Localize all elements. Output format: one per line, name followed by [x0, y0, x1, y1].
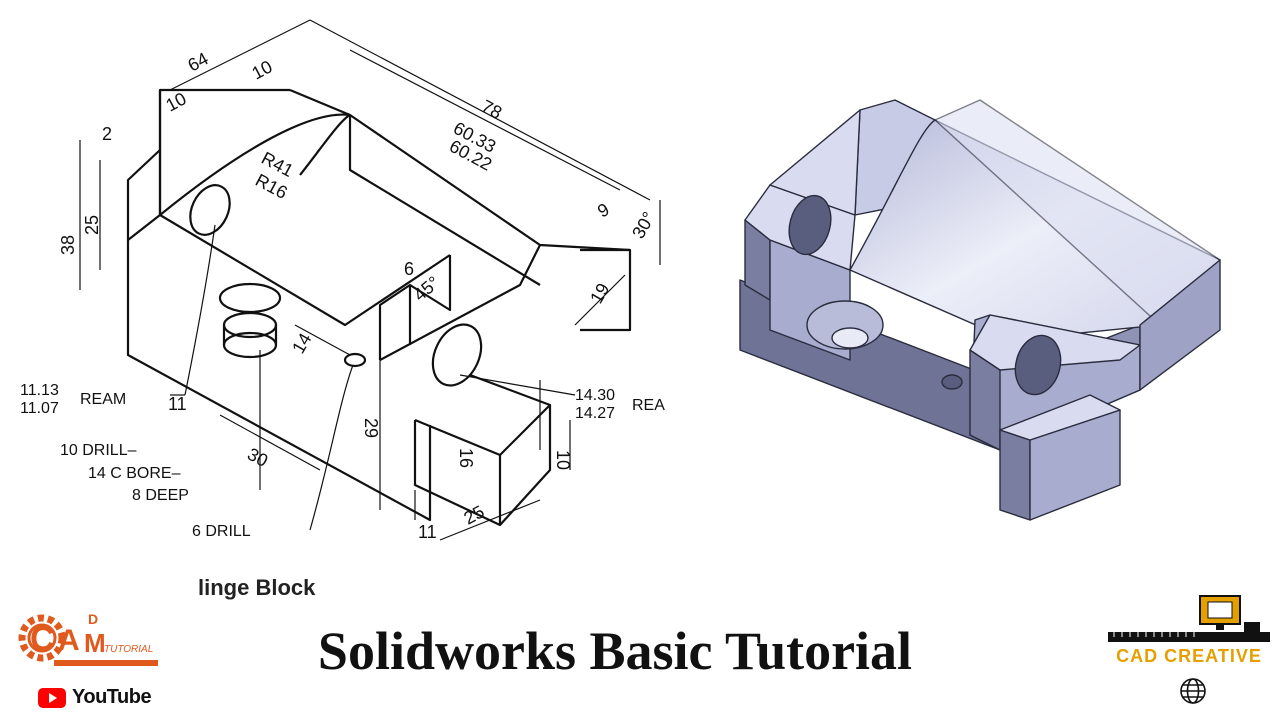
cam-letter-a: A	[58, 624, 80, 657]
dim-10b: 10	[162, 88, 189, 115]
youtube-badge[interactable]: YouTube	[38, 686, 152, 709]
dim-30: 30	[244, 444, 271, 471]
ream-right-label: REA	[632, 397, 665, 414]
youtube-play-icon	[38, 687, 66, 708]
drill-6-callout: 6 DRILL	[192, 523, 251, 540]
drill-10-callout: 10 DRILL–	[60, 442, 137, 459]
dim-11a: 11	[168, 394, 187, 414]
cam-tutorial-logo: C A M D TUTORIAL	[18, 611, 158, 666]
cad-creative-label: CAD CREATIVE	[1116, 646, 1262, 666]
dim-10a: 10	[248, 56, 275, 83]
dim-10c: 10	[553, 450, 573, 470]
youtube-label: YouTube	[72, 686, 152, 708]
page-title: Solidworks Basic Tutorial	[317, 621, 913, 681]
dim-29: 29	[361, 418, 381, 438]
drawing-caption: linge Block	[198, 575, 316, 600]
dim-25b: 25	[460, 501, 487, 528]
ream-left-line2: 11.07	[20, 400, 59, 417]
dim-45-deg: 45°	[410, 272, 444, 305]
cad-creative-logo	[1108, 595, 1270, 642]
technical-drawing: 64 10 10 78 60.33 60.22 2 R41 R16 25 38 …	[20, 19, 665, 542]
cam-tutorial-label: TUTORIAL	[104, 644, 153, 655]
3d-model-render	[739, 99, 1221, 521]
dim-11b: 11	[418, 522, 437, 542]
globe-icon[interactable]	[1178, 676, 1208, 706]
dim-30-deg: 30°	[628, 208, 659, 242]
cbore-14-callout: 14 C BORE–	[88, 465, 181, 482]
ream-left-line1: 11.13	[20, 382, 59, 399]
dim-19: 19	[586, 280, 613, 307]
monitor-icon	[1199, 595, 1241, 630]
cam-letter-c: C	[30, 620, 55, 658]
ream-right-line2: 14.27	[575, 405, 615, 422]
deep-8-callout: 8 DEEP	[132, 487, 189, 504]
dim-16: 16	[456, 448, 476, 468]
dim-9: 9	[594, 199, 613, 221]
dim-25: 25	[82, 215, 102, 235]
ream-right-line1: 14.30	[575, 387, 615, 404]
dim-6: 6	[404, 259, 414, 279]
dim-38: 38	[58, 235, 78, 255]
cam-letter-m: M	[84, 628, 106, 658]
cam-letter-d: D	[88, 611, 98, 627]
gear-icon	[18, 614, 66, 662]
ream-left-label: REAM	[80, 391, 126, 408]
dim-2: 2	[102, 124, 112, 144]
